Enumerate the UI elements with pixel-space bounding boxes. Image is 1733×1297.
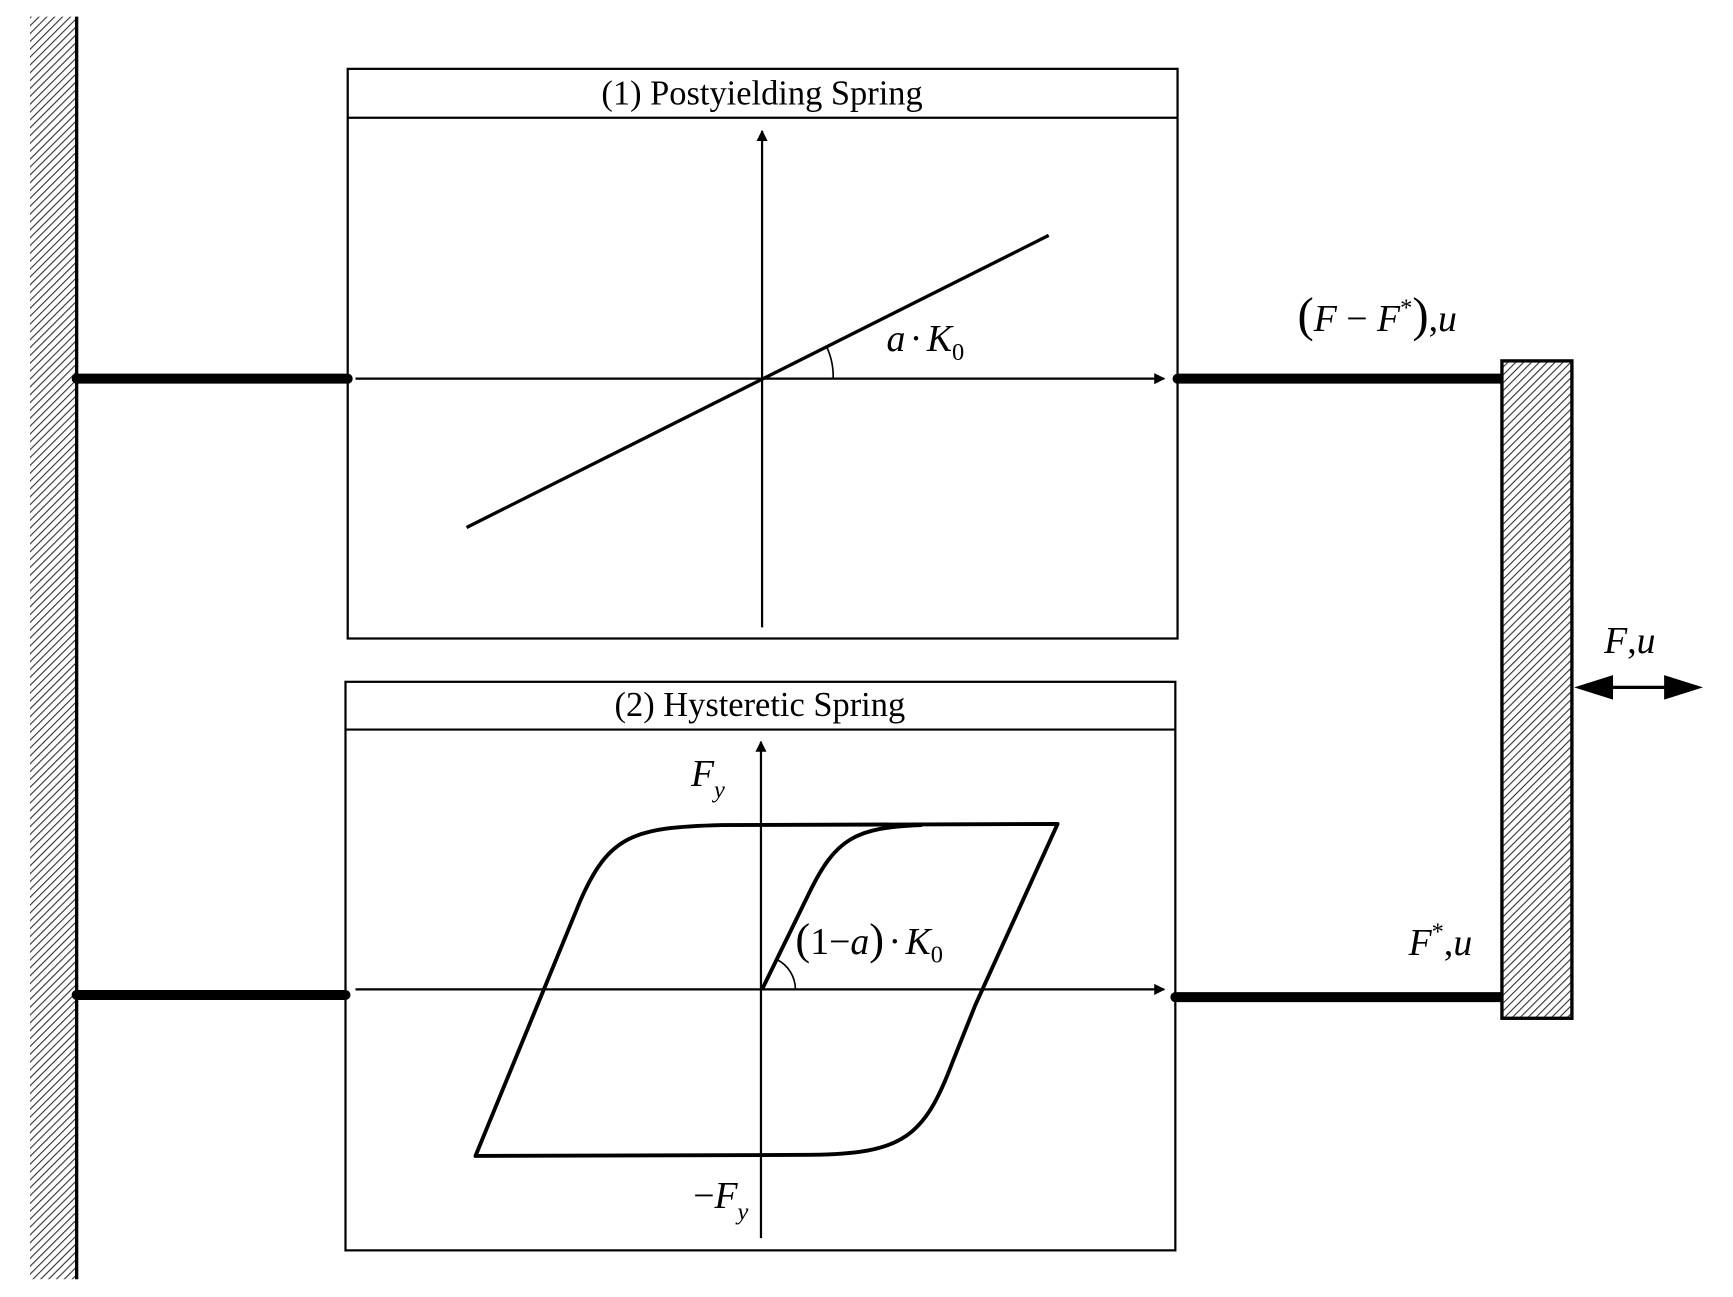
initial-loading-curve xyxy=(760,823,923,991)
panel2-slope-label: (1−a)·K0 xyxy=(795,914,943,969)
panel2-angle-arc xyxy=(776,958,797,990)
panel-hysteretic-spring: (2) Hysteretic Spring Fy −Fy (1−a)·K0 xyxy=(344,680,1177,1252)
hysteresis-loop xyxy=(473,822,1060,1158)
left-fixed-wall xyxy=(29,16,77,1280)
connectors xyxy=(71,373,1507,1003)
panel2-title: (2) Hysteretic Spring xyxy=(615,686,906,724)
bottom-force-label: F*,u xyxy=(1408,918,1473,964)
double-arrow-icon xyxy=(1574,675,1704,700)
panel1-slope-label: a·K0 xyxy=(886,318,964,366)
panel1-angle-arc xyxy=(825,346,835,379)
fy-label: Fy xyxy=(690,753,725,803)
top-force-label: (F − F*),u xyxy=(1298,287,1457,342)
panel-postyielding-spring: (1) Postyielding Spring a·K0 xyxy=(346,67,1179,640)
panel1-title: (1) Postyielding Spring xyxy=(601,74,922,112)
applied-force-label: F,u xyxy=(1603,620,1655,662)
right-moving-plate xyxy=(1500,359,1574,1020)
neg-fy-label: −Fy xyxy=(693,1175,748,1225)
postyield-stiffness-line xyxy=(465,233,1050,529)
